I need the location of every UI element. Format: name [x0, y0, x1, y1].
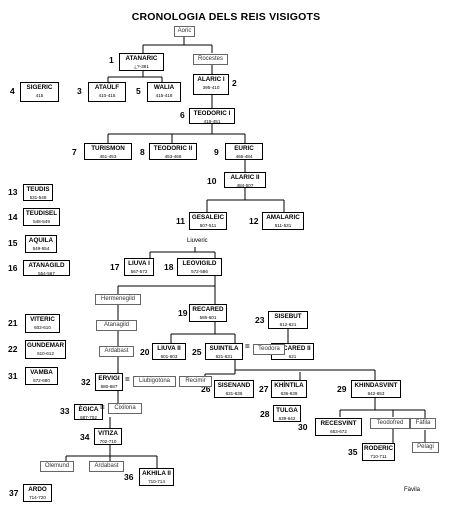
king-number-leovigild: 18: [164, 262, 174, 272]
king-number-ataulf: 3: [77, 86, 82, 96]
person-ardabast-2: Ardabast: [89, 461, 124, 472]
king-number-gesaleic: 11: [176, 216, 185, 226]
marriage-sign: =: [245, 342, 250, 351]
king-number-recesvint: 30: [298, 422, 308, 432]
king-number-aquila: 15: [8, 238, 18, 248]
king-number-akhila2: 36: [124, 472, 134, 482]
person-ardabast-1: Ardabast: [99, 346, 134, 357]
person-cixilona: Cixilona: [108, 403, 142, 414]
person-liubigotona: Liubigotona: [133, 376, 176, 387]
king-number-tulga: 28: [260, 409, 270, 419]
king-number-khindasvint: 29: [337, 384, 347, 394]
king-number-vamba: 31: [8, 371, 18, 381]
marriage-sign: =: [100, 403, 105, 412]
king-number-teodoric1: 6: [180, 110, 185, 120]
king-number-roderic: 35: [348, 447, 358, 457]
label-liuveric: Liuveric: [187, 238, 208, 244]
person-olemund: Olemund: [40, 461, 74, 472]
king-number-atanaric: 1: [109, 55, 114, 65]
king-number-khintila: 27: [259, 384, 269, 394]
king-number-alaric2: 10: [207, 176, 217, 186]
king-number-gundemar: 22: [8, 344, 18, 354]
person-fafila: Fàfila: [410, 418, 436, 429]
marriage-sign: =: [125, 375, 130, 384]
person-rocestes: Rocestes: [193, 54, 228, 65]
king-number-liuva2: 20: [140, 347, 150, 357]
signature: Fàvila: [404, 487, 421, 493]
king-number-egica: 33: [60, 406, 70, 416]
king-number-recared1: 19: [178, 308, 188, 318]
king-number-suintila: 25: [192, 347, 202, 357]
person-hermenegild: Hermenegild: [95, 294, 141, 305]
king-number-sigeric: 4: [10, 86, 15, 96]
king-number-teudisel: 14: [8, 212, 18, 222]
king-number-sisenand: 26: [201, 384, 211, 394]
king-number-turismon: 7: [72, 147, 77, 157]
person-pelagi: Pelagi: [412, 442, 439, 453]
king-number-ardo: 37: [9, 488, 19, 498]
king-number-ervigi: 32: [81, 377, 91, 387]
king-number-teudis: 13: [8, 187, 18, 197]
king-number-vitiza: 34: [80, 432, 90, 442]
person-teodora: Teodora: [253, 344, 285, 355]
person-recimir: Recimir: [179, 376, 212, 387]
king-number-teodoric2: 8: [140, 147, 145, 157]
person-teodofred: Teodofred: [370, 418, 410, 429]
person-atanagild: Atanagild: [96, 320, 137, 331]
person-aoric: Aoric: [174, 26, 195, 37]
king-atanaric: ATANARIC¿?-381: [119, 53, 164, 71]
king-number-liuva1: 17: [110, 262, 120, 272]
king-number-walia: 5: [136, 86, 141, 96]
king-number-atanagild: 16: [8, 263, 18, 273]
king-number-viteric: 21: [8, 318, 18, 328]
king-number-alaric1: 2: [232, 78, 237, 88]
king-number-sisebut: 23: [255, 315, 265, 325]
king-number-amalaric: 12: [249, 216, 259, 226]
chart-title: CRONOLOGIA DELS REIS VISIGOTS: [131, 11, 321, 23]
king-number-euric: 9: [214, 147, 219, 157]
